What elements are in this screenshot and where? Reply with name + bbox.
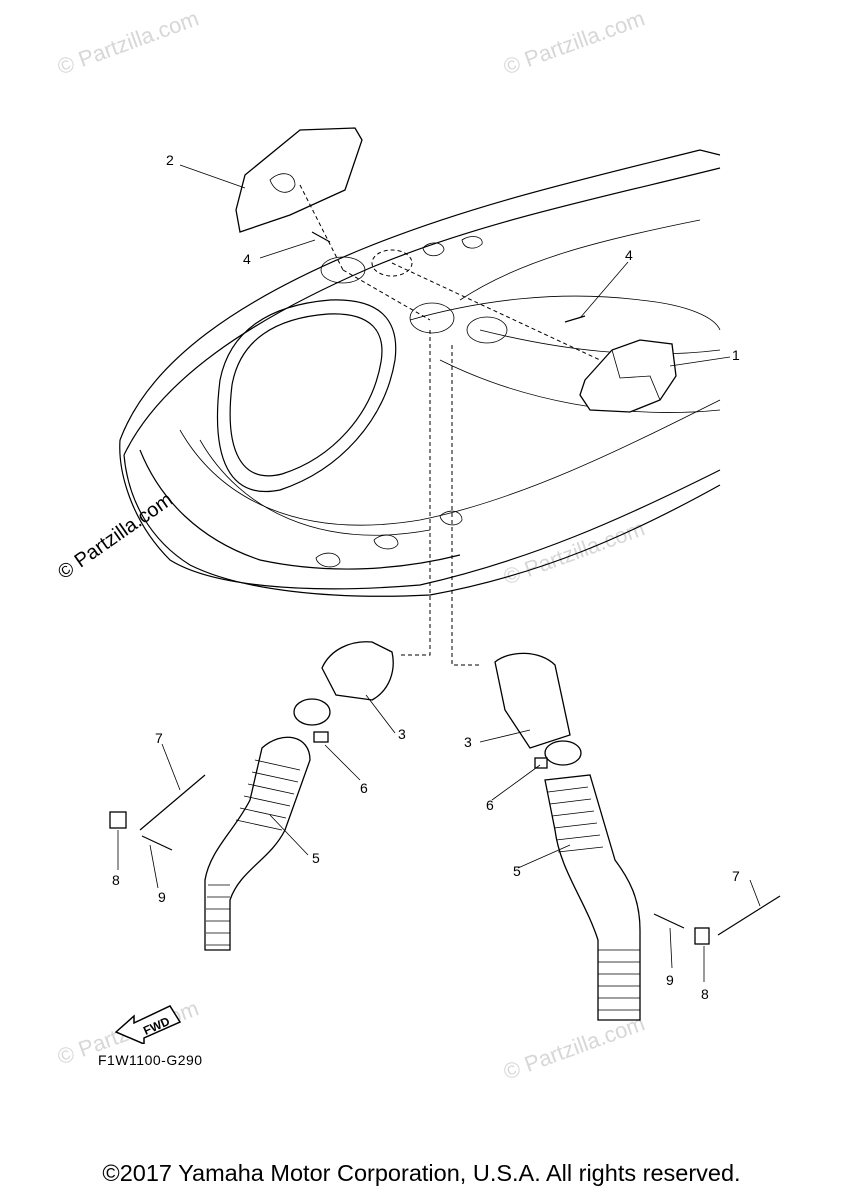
callout-5: 5 (513, 863, 521, 879)
fwd-arrow-icon: FWD (114, 1005, 182, 1044)
callout-1: 1 (732, 347, 740, 363)
callout-6: 6 (360, 780, 368, 796)
part-1-cover (579, 339, 677, 413)
right-duct-assembly (494, 652, 781, 1021)
callout-4: 4 (625, 247, 633, 263)
callout-3: 3 (398, 726, 406, 742)
copyright-notice: ©2017 Yamaha Motor Corporation, U.S.A. A… (102, 1160, 741, 1186)
callout-7: 7 (155, 730, 163, 746)
callout-9: 9 (666, 972, 674, 988)
callout-2: 2 (166, 152, 174, 168)
hull-deck (119, 149, 721, 597)
guide-lines (299, 184, 601, 666)
left-duct-assembly (109, 641, 394, 951)
leader-lines (117, 164, 761, 982)
part-4-clip (311, 231, 586, 323)
callout-8: 8 (701, 986, 709, 1002)
callout-7: 7 (732, 868, 740, 884)
callout-4: 4 (243, 251, 251, 267)
callout-8: 8 (112, 872, 120, 888)
callout-6: 6 (486, 797, 494, 813)
part-2-cover (235, 127, 363, 233)
callout-3: 3 (464, 734, 472, 750)
callout-9: 9 (158, 889, 166, 905)
drawing-code: F1W1100-G290 (98, 1052, 203, 1068)
callout-5: 5 (312, 850, 320, 866)
